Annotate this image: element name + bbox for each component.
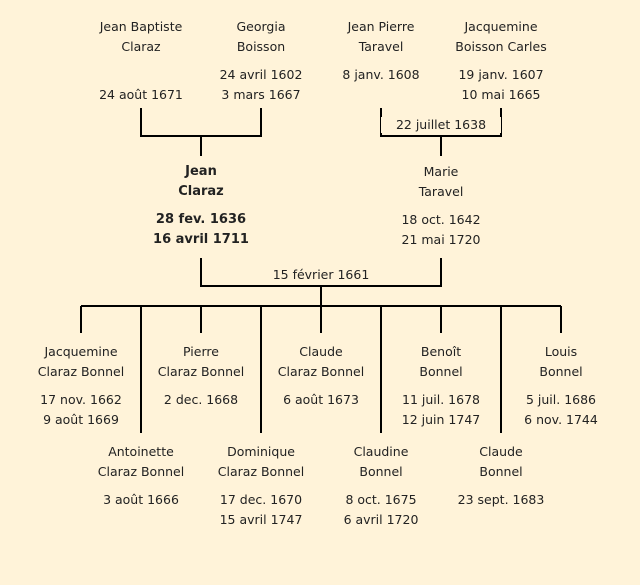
person-child-3: Pierre Claraz Bonnel 2 dec. 1668: [136, 342, 266, 430]
person-child-4: Dominique Claraz Bonnel 17 dec. 1670 15 …: [196, 442, 326, 530]
death-date: 6 avril 1720: [343, 512, 419, 527]
person-jean-claraz: Jean Claraz 28 fev. 1636 16 avril 1711: [136, 162, 266, 250]
person-child-5: Claude Claraz Bonnel 6 août 1673: [256, 342, 386, 430]
birth-date: 24 avril 1602: [219, 67, 303, 82]
person-child-2: Antoinette Claraz Bonnel 3 août 1666: [76, 442, 206, 530]
connector-drop-short: [80, 306, 562, 333]
last-name: Claraz Bonnel: [157, 364, 245, 379]
death-date: [436, 510, 566, 530]
connector-grandparents-left: [140, 108, 262, 156]
person-jean-pierre-taravel: Jean Pierre Taravel 8 janv. 1608: [316, 17, 446, 105]
person-jean-baptiste-claraz: Jean Baptiste Claraz 24 août 1671: [76, 17, 206, 105]
last-name: Boisson Carles: [455, 39, 547, 54]
death-date: 3 mars 1667: [221, 87, 301, 102]
death-date: 24 août 1671: [99, 87, 183, 102]
death-date: 15 avril 1747: [219, 512, 303, 527]
last-name: Bonnel: [359, 464, 403, 479]
last-name: Bonnel: [479, 464, 523, 479]
death-date: 6 nov. 1744: [524, 412, 598, 427]
person-child-7: Benoît Bonnel 11 juil. 1678 12 juin 1747: [376, 342, 506, 430]
person-child-8: Claude Bonnel 23 sept. 1683: [436, 442, 566, 530]
last-name: Claraz Bonnel: [277, 364, 365, 379]
person-marie-taravel: Marie Taravel 18 oct. 1642 21 mai 1720: [376, 162, 506, 250]
last-name: Claraz Bonnel: [97, 464, 185, 479]
death-date: 21 mai 1720: [401, 232, 481, 247]
birth-date: 17 nov. 1662: [40, 392, 122, 407]
first-name: Jean Baptiste: [99, 19, 183, 34]
person-georgia-boisson: Georgia Boisson 24 avril 1602 3 mars 166…: [196, 17, 326, 105]
birth-date: 23 sept. 1683: [457, 492, 545, 507]
first-name: Benoît: [420, 344, 462, 359]
death-date: [76, 510, 206, 530]
death-date: 16 avril 1711: [153, 232, 249, 247]
birth-date: 8 janv. 1608: [342, 67, 420, 82]
person-child-6: Claudine Bonnel 8 oct. 1675 6 avril 1720: [316, 442, 446, 530]
birth-date: 2 dec. 1668: [163, 392, 239, 407]
birth-date: [76, 65, 206, 85]
death-date: 9 août 1669: [43, 412, 119, 427]
birth-date: 17 dec. 1670: [219, 492, 303, 507]
birth-date: 28 fev. 1636: [155, 212, 247, 227]
birth-date: 6 août 1673: [283, 392, 359, 407]
last-name: Taravel: [358, 39, 404, 54]
last-name: Claraz Bonnel: [217, 464, 305, 479]
birth-date: 8 oct. 1675: [345, 492, 417, 507]
marriage-date-parents: 15 février 1661: [272, 267, 370, 282]
last-name: Bonnel: [419, 364, 463, 379]
first-name: Claude: [479, 444, 523, 459]
person-child-9: Louis Bonnel 5 juil. 1686 6 nov. 1744: [496, 342, 626, 430]
connector-drop-long: [140, 306, 502, 433]
death-date: [136, 410, 266, 430]
first-name: Georgia: [236, 19, 286, 34]
last-name: Claraz Bonnel: [37, 364, 125, 379]
person-jacquemine-boisson-carles: Jacquemine Boisson Carles 19 janv. 1607 …: [436, 17, 566, 105]
first-name: Dominique: [227, 444, 295, 459]
first-name: Claudine: [353, 444, 409, 459]
last-name: Claraz: [121, 39, 161, 54]
last-name: Bonnel: [539, 364, 583, 379]
last-name: Claraz: [178, 184, 224, 199]
first-name: Louis: [544, 344, 578, 359]
first-name: Jean: [185, 164, 217, 179]
first-name: Claude: [299, 344, 343, 359]
person-child-1: Jacquemine Claraz Bonnel 17 nov. 1662 9 …: [16, 342, 146, 430]
death-date: 10 mai 1665: [461, 87, 541, 102]
first-name: Antoinette: [108, 444, 174, 459]
first-name: Marie: [423, 164, 459, 179]
birth-date: 3 août 1666: [103, 492, 179, 507]
birth-date: 18 oct. 1642: [401, 212, 481, 227]
birth-date: 19 janv. 1607: [458, 67, 544, 82]
marriage-date-grandparents-right: 22 juillet 1638: [381, 117, 501, 133]
connector-parents: [200, 258, 442, 306]
first-name: Jean Pierre: [347, 19, 415, 34]
first-name: Jacquemine: [464, 19, 538, 34]
death-date: 12 juin 1747: [401, 412, 481, 427]
birth-date: 5 juil. 1686: [525, 392, 597, 407]
death-date: [316, 85, 446, 105]
birth-date: 11 juil. 1678: [402, 392, 480, 407]
death-date: [256, 410, 386, 430]
last-name: Taravel: [418, 184, 464, 199]
last-name: Boisson: [236, 39, 286, 54]
first-name: Jacquemine: [44, 344, 118, 359]
first-name: Pierre: [183, 344, 219, 359]
